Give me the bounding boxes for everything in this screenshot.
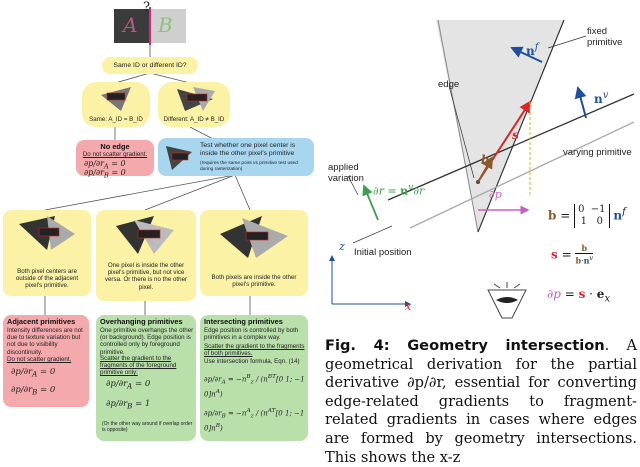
no-edge-eq2: ∂p/∂rB = 0 — [84, 168, 126, 180]
label-s: s — [512, 128, 519, 142]
same-label: Same: A_ID = B_ID — [89, 116, 143, 123]
nv-arrow — [574, 86, 587, 119]
pixel-pair-top: A B — [114, 7, 186, 45]
question-mark: ? — [143, 0, 150, 15]
case-adjacent: Both pixel centers are outside of the ad… — [3, 210, 91, 296]
label-edge: edge — [438, 79, 460, 90]
formula-dp: ∂p = s · ex — [547, 287, 611, 305]
dr-arrow — [362, 184, 379, 221]
label-varying-primitive: varying primitive — [563, 147, 632, 158]
different-box: Different: A_ID ≠ B_ID — [158, 82, 230, 127]
no-edge-box: No edge Do not scatter gradient. ∂p/∂rA … — [76, 140, 154, 180]
label-nf: nf — [526, 42, 539, 58]
label-fixed-primitive: fixed primitive — [587, 26, 623, 48]
flowchart-connectors — [44, 44, 251, 315]
label-applied-variation: applied variation — [328, 162, 364, 184]
label-dr: ∂r = nv∂r — [373, 182, 425, 198]
label-nv: nv — [594, 90, 609, 106]
label-z: z — [339, 240, 345, 253]
test-box: Test whether one pixel center is inside … — [158, 138, 314, 176]
label-b: b — [481, 153, 490, 167]
adjacent-result: Adjacent primitives Intensity difference… — [3, 315, 89, 407]
different-label: Different: A_ID ≠ B_ID — [163, 116, 225, 123]
case-intersect: Both pixels are inside the other pixel's… — [200, 210, 308, 296]
no-edge-eq1: ∂p/∂rA = 0 — [84, 159, 126, 171]
label-x: x — [405, 300, 412, 313]
eye-icon — [487, 282, 527, 319]
nf-arrow — [510, 46, 543, 63]
intersect-result: Intersecting primitives Edge position is… — [200, 315, 308, 441]
label-a: A — [123, 13, 138, 37]
geometry-diagram — [329, 19, 635, 319]
label-b: B — [158, 13, 173, 37]
case-overhang: One pixel is inside the other pixel's pr… — [96, 210, 196, 301]
label-dp: ∂p — [489, 188, 502, 201]
overhang-result: Overhanging primitives One primitive ove… — [96, 315, 196, 441]
figure-caption: Fig. 4: Geometry intersection. A geometr… — [325, 337, 637, 466]
fixed-primitive-line — [437, 19, 479, 233]
label-initial-position: Initial position — [354, 247, 412, 258]
same-box: Same: A_ID = B_ID — [82, 82, 150, 127]
varying-primitive-line — [387, 93, 635, 201]
question-box: Same ID or different ID? — [102, 57, 198, 74]
initial-position-line — [409, 121, 635, 229]
b-arrow — [477, 156, 494, 183]
